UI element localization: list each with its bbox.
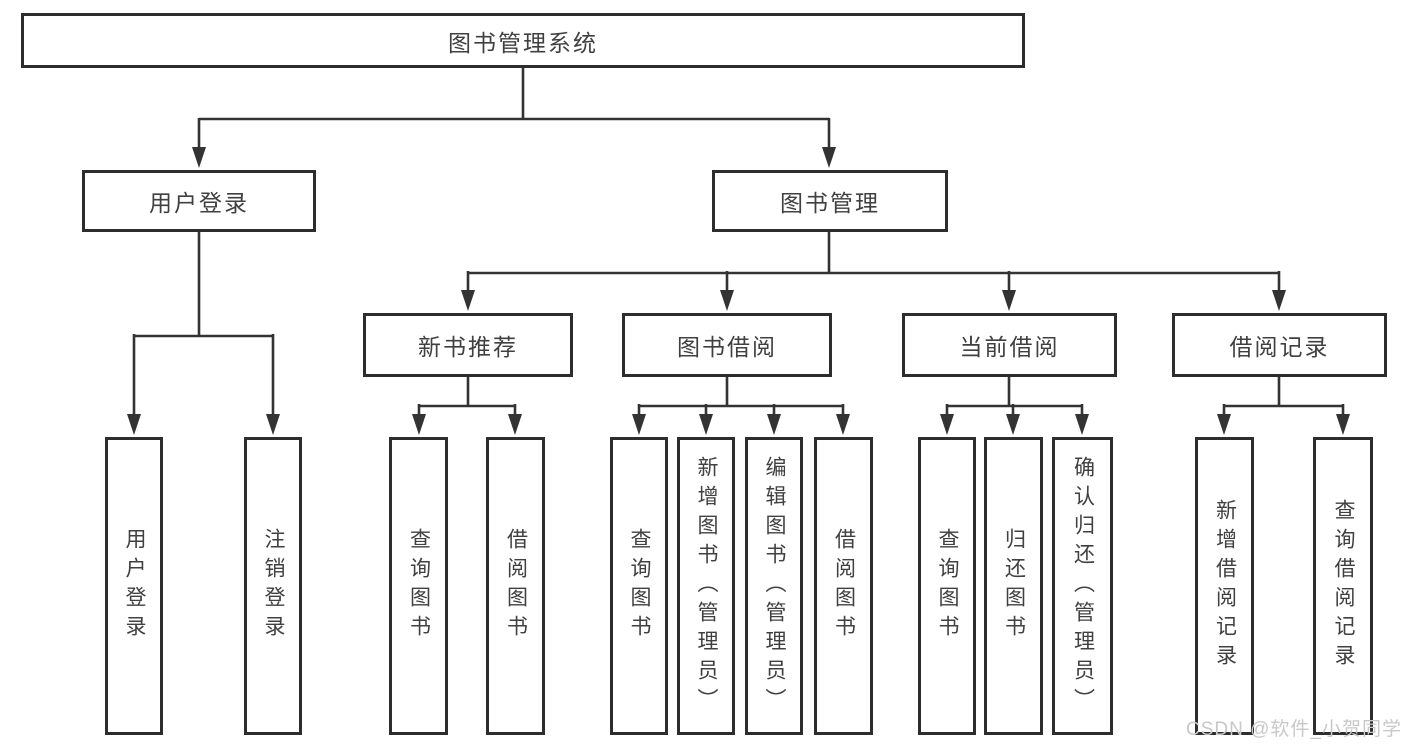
node-leaf-query-books-borrowing: 查询图书 [610, 437, 668, 735]
node-label: 图书管理 [780, 190, 880, 216]
node-label: 新书推荐 [418, 334, 518, 360]
node-leaf-add-borrow-record: 新增借阅记录 [1195, 437, 1254, 735]
node-leaf-borrow-books-borrowing: 借阅图书 [814, 437, 873, 735]
node-library-management-system: 图书管理系统 [21, 13, 1025, 68]
node-leaf-return-books: 归还图书 [984, 437, 1043, 735]
node-label: 用户登录 [149, 190, 249, 216]
node-label: 当前借阅 [959, 334, 1060, 360]
node-book-borrowing: 图书借阅 [622, 313, 832, 377]
node-leaf-query-books-recommend: 查询图书 [389, 437, 448, 735]
node-label: 借阅图书 [832, 528, 856, 644]
node-leaf-edit-books-admin: 编辑图书（管理员） [745, 437, 803, 735]
node-label: 查询借阅记录 [1332, 499, 1355, 673]
node-user-login: 用户登录 [82, 170, 316, 232]
node-label: 用户登录 [123, 528, 146, 644]
node-leaf-add-books-admin: 新增图书（管理员） [677, 437, 735, 735]
node-label: 新增借阅记录 [1213, 499, 1237, 673]
node-label: 借阅图书 [504, 528, 528, 644]
node-book-management: 图书管理 [712, 170, 948, 232]
node-label: 确认归还（管理员） [1071, 455, 1095, 717]
node-leaf-user-login: 用户登录 [105, 437, 163, 735]
node-label: 查询图书 [407, 528, 431, 644]
node-label: 查询图书 [936, 528, 959, 644]
watermark: CSDN @软件_小贺同学 [1186, 719, 1402, 740]
node-label: 借阅记录 [1229, 334, 1330, 360]
node-label: 图书借阅 [677, 334, 777, 360]
node-leaf-query-borrow-record: 查询借阅记录 [1313, 437, 1373, 735]
node-current-borrowing: 当前借阅 [902, 313, 1117, 377]
node-leaf-query-books-current: 查询图书 [918, 437, 976, 735]
node-leaf-confirm-return-admin: 确认归还（管理员） [1052, 437, 1113, 735]
node-label: 查询图书 [628, 528, 651, 644]
node-label: 归还图书 [1002, 528, 1026, 644]
node-borrowing-records: 借阅记录 [1172, 313, 1387, 377]
node-label: 编辑图书（管理员） [763, 455, 786, 717]
node-leaf-borrow-books-recommend: 借阅图书 [486, 437, 545, 735]
node-label: 注销登录 [262, 528, 285, 644]
node-leaf-logout: 注销登录 [244, 437, 302, 735]
node-new-book-recommend: 新书推荐 [363, 313, 573, 377]
node-label: 图书管理系统 [448, 29, 598, 56]
node-label: 新增图书（管理员） [695, 455, 718, 717]
